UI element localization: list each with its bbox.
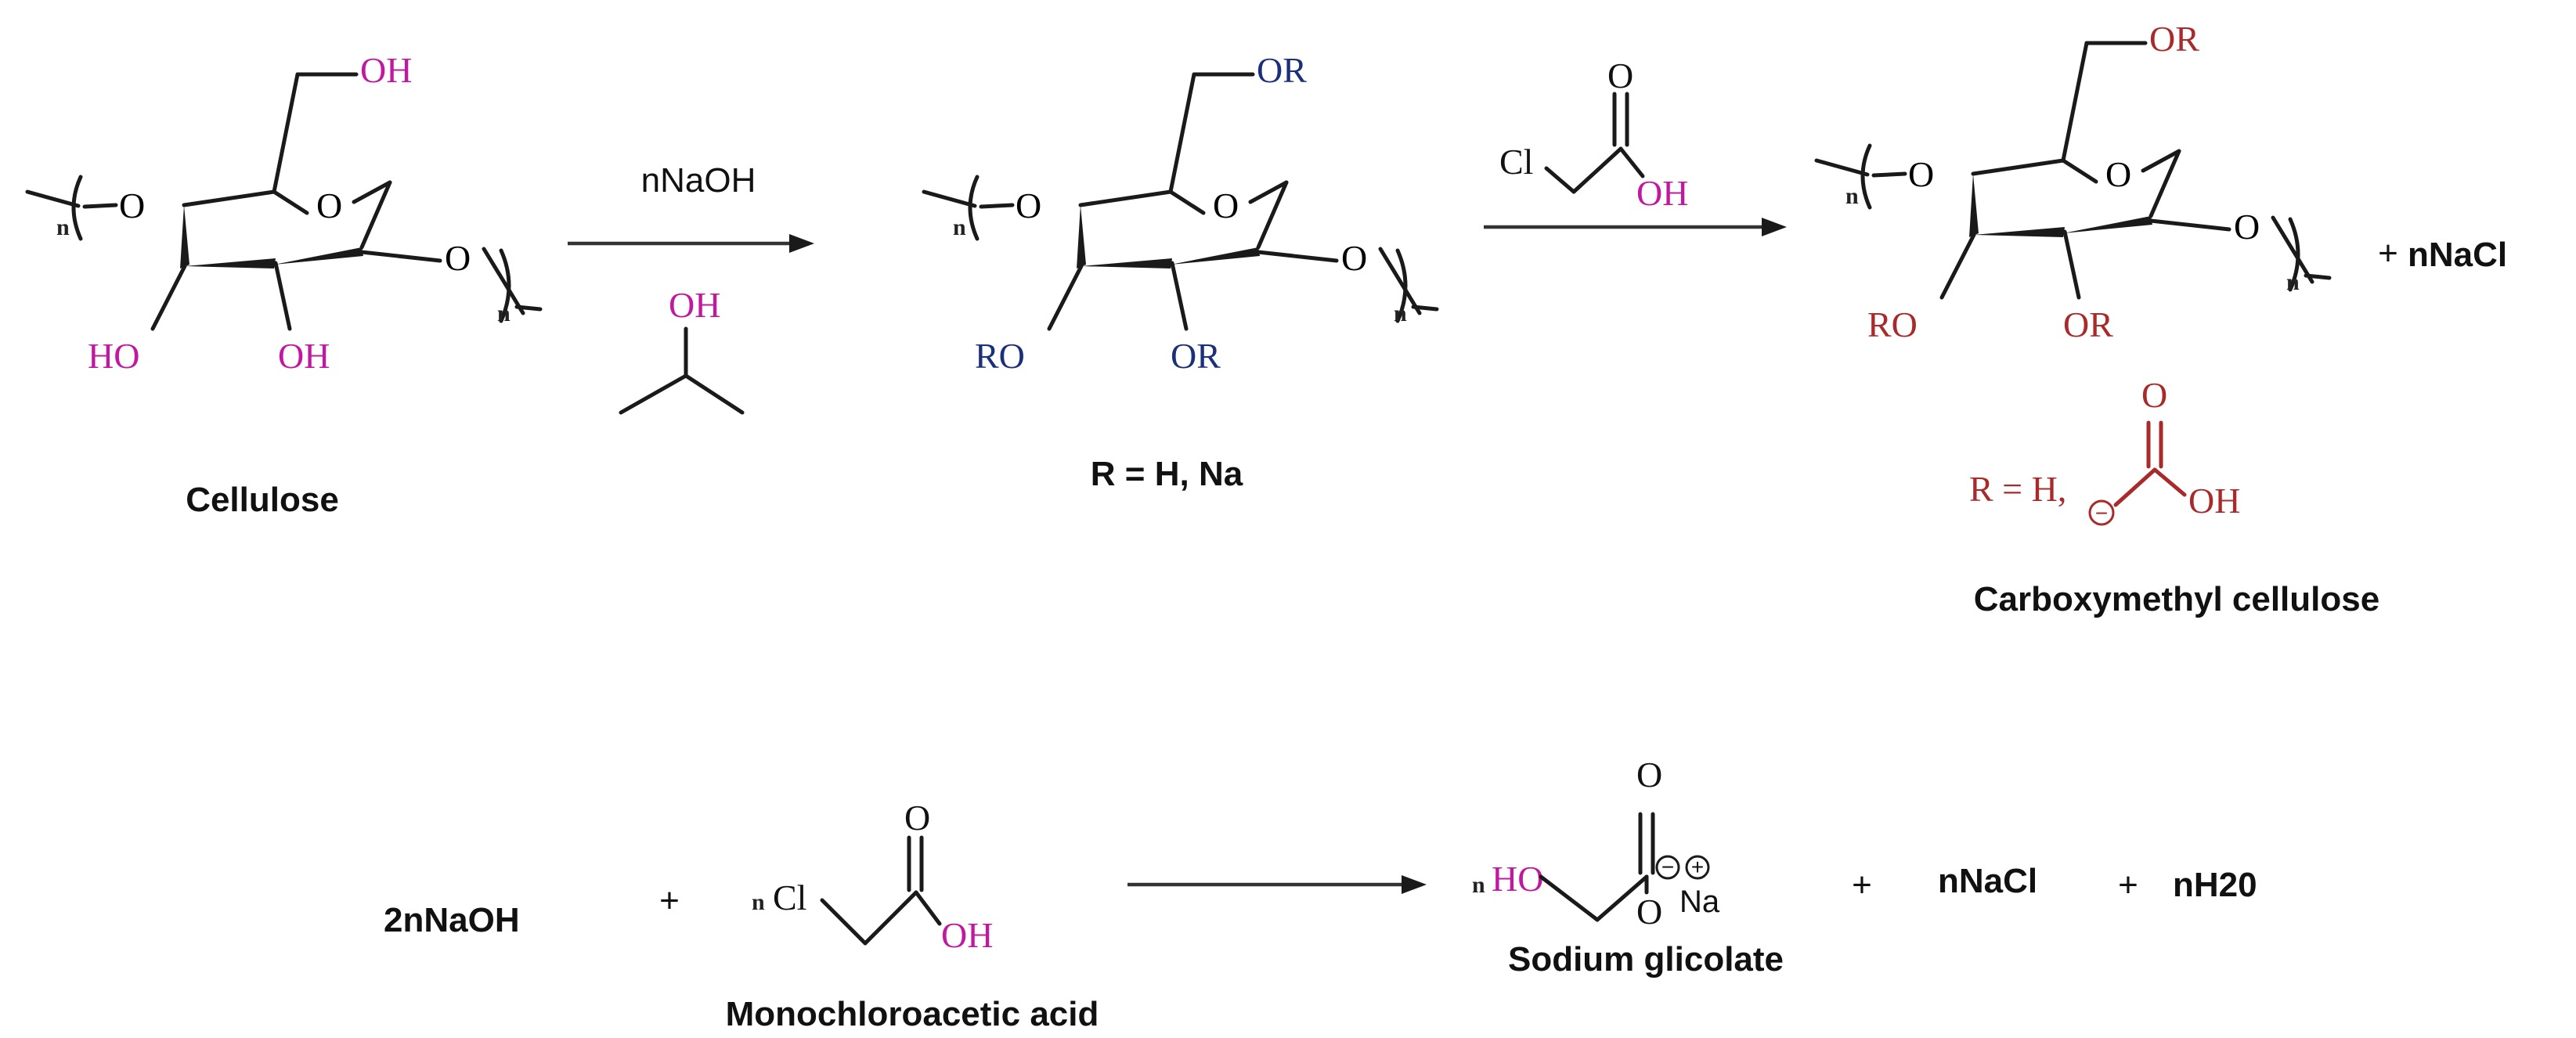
monochloroacetic-acid-structure: n Cl O OH xyxy=(752,798,993,955)
oxygen-label: O xyxy=(1341,238,1367,278)
plus-sign: + xyxy=(659,881,680,920)
c3-hydroxyl-label: HO xyxy=(88,336,139,376)
carbonyl-oxygen-label: O xyxy=(1636,755,1662,795)
anion-charge-circle xyxy=(2088,499,2115,526)
repeat-unit-n: n xyxy=(1845,183,1859,209)
water-byproduct: nH20 xyxy=(2173,866,2257,904)
repeat-unit-n: n xyxy=(56,214,70,240)
reaction-arrow-3 xyxy=(1127,875,1427,894)
nacl-byproduct: nNaCl xyxy=(1938,862,2037,900)
ring-oxygen-label: O xyxy=(2105,154,2131,194)
c2-hydroxyl-label: OH xyxy=(278,336,330,376)
sodium-glicolate-name: Sodium glicolate xyxy=(1508,940,1784,979)
carboxyl-hydroxyl-label: OH xyxy=(1636,173,1688,213)
naoh-reagent-label: nNaOH xyxy=(641,161,756,200)
plus-sign: + xyxy=(2378,234,2398,272)
chloroacetic-acid-reagent: Cl O OH xyxy=(1499,56,1688,213)
c6-or-label: OR xyxy=(1257,50,1307,90)
c2-or-label: OR xyxy=(2063,305,2113,344)
cation-charge-circle xyxy=(1685,855,1710,880)
sodium-label: Na xyxy=(1679,885,1720,919)
cmc-r-definition: R = H, − O OH xyxy=(1969,375,2240,526)
nacl-byproduct: nNaCl xyxy=(2408,236,2507,274)
r-definition-caption: R = H, Na xyxy=(1091,455,1243,493)
sodium-glycolate-structure: n HO O O − + Na xyxy=(1472,755,1720,932)
c3-or-label: RO xyxy=(975,336,1025,376)
oxygen-label: O xyxy=(119,186,145,225)
monochloroacetic-acid-name: Monochloroacetic acid xyxy=(726,995,1099,1033)
repeat-unit-n: n xyxy=(1394,301,1407,326)
oxygen-label: O xyxy=(1016,186,1041,225)
cation-charge-sign: + xyxy=(1691,855,1704,879)
cellulose-name: Cellulose xyxy=(186,481,339,519)
oxygen-label: O xyxy=(2234,207,2260,247)
repeat-unit-n: n xyxy=(2286,269,2300,295)
isopropanol-hydroxyl-label: OH xyxy=(669,285,720,325)
cmc-name: Carboxymethyl cellulose xyxy=(1974,580,2379,618)
molar-n-label: n xyxy=(1472,872,1485,898)
naoh-reactant: 2nNaOH xyxy=(384,901,520,939)
anion-charge-sign: − xyxy=(1661,855,1674,879)
oxygen-label: O xyxy=(445,238,471,278)
plus-sign: + xyxy=(1852,866,1872,904)
repeat-unit-n: n xyxy=(497,301,511,326)
reaction-arrow-1: nNaOH OH xyxy=(568,161,814,415)
c6-hydroxyl-label: OH xyxy=(360,50,412,90)
ring-oxygen-label: O xyxy=(1213,186,1239,225)
hydroxyl-label: OH xyxy=(2188,481,2240,521)
carbonyl-oxygen-label: O xyxy=(2141,375,2167,415)
ring-oxygen-label: O xyxy=(316,186,342,225)
chlorine-label: Cl xyxy=(1499,142,1533,182)
molar-n-label: n xyxy=(752,889,765,915)
repeat-unit-n: n xyxy=(953,214,966,240)
anion-charge-sign: − xyxy=(2095,501,2108,525)
carbonyl-oxygen-label: O xyxy=(904,798,930,838)
cellulose-structure: O O O n n OH HO OH xyxy=(25,50,543,376)
chlorine-label: Cl xyxy=(773,878,806,917)
plus-sign: + xyxy=(2118,866,2138,904)
anion-charge-circle xyxy=(1655,855,1680,880)
hydroxyl-label: HO xyxy=(1492,859,1543,899)
cmc-structure: O O O n n OR RO OR xyxy=(1814,19,2332,344)
c3-or-label: RO xyxy=(1867,305,1918,344)
alkali-cellulose-structure: O O O n n OR RO OR xyxy=(922,50,1439,376)
isopropanol-structure: OH xyxy=(619,285,745,415)
c2-or-label: OR xyxy=(1171,336,1221,376)
carbonyl-oxygen-label: O xyxy=(1607,56,1633,96)
oxygen-label: O xyxy=(1908,154,1934,194)
c6-or-label: OR xyxy=(2149,19,2199,59)
carboxyl-hydroxyl-label: OH xyxy=(941,915,993,955)
r-definition-prefix: R = H, xyxy=(1969,469,2066,509)
reaction-arrow-2: Cl O OH xyxy=(1484,56,1787,236)
carboxylate-oxygen-label: O xyxy=(1636,892,1662,932)
